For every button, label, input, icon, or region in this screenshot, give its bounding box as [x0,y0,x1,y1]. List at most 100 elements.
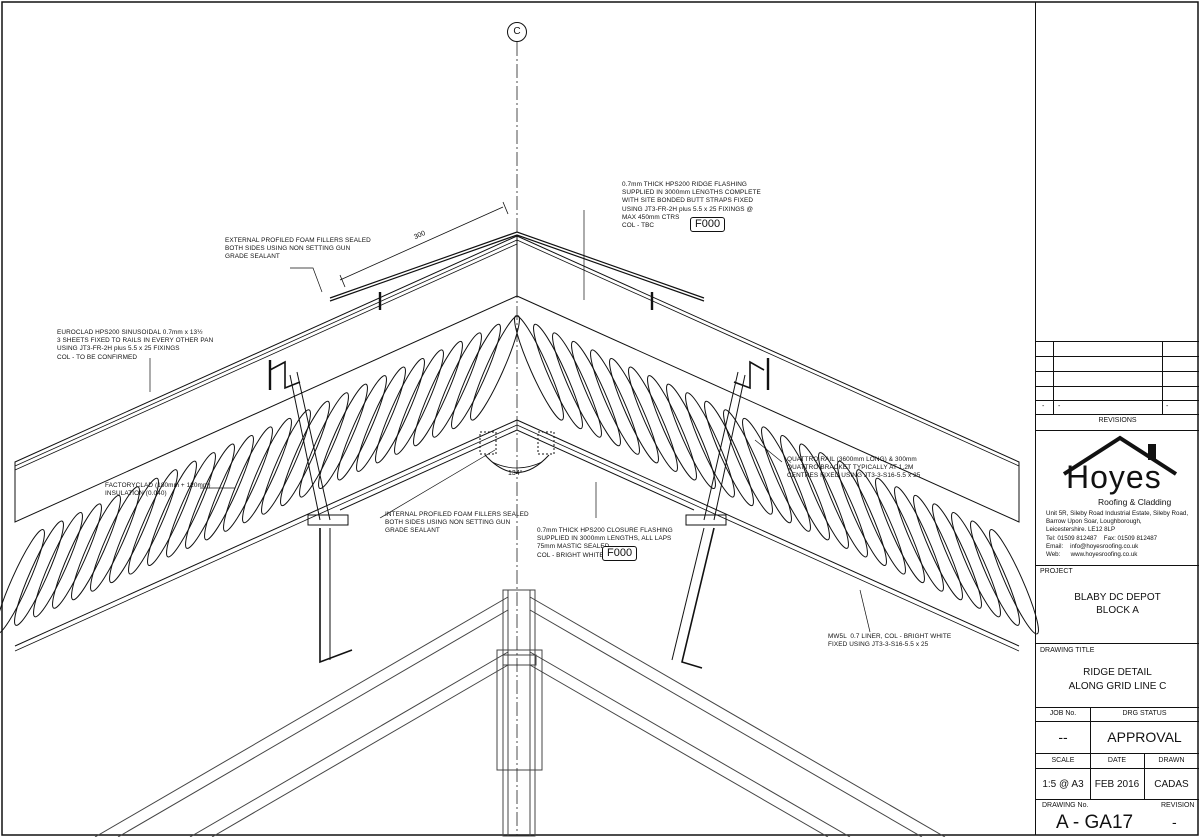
company-tagline: Roofing & Cladding [1098,497,1172,507]
insulation-cell-left [451,323,501,430]
purlins [268,292,770,669]
insulation-cell-right [951,511,1001,618]
insulation-cell-left [166,452,216,558]
insulation-cell-right [609,357,659,464]
dimension-300 [339,201,509,288]
revision-label: REVISION [1161,802,1195,809]
note-liner: MW5L 0.7 LINER, COL - BRIGHT WHITE FIXED… [828,633,952,649]
insulation-cell-left [90,486,140,592]
drawing-title-line1: RIDGE DETAIL [1083,667,1152,678]
note-external-fillers: EXTERNAL PROFILED FOAM FILLERS SEALED BO… [225,237,371,261]
insulation-cell-left [128,469,178,575]
insulation-cell-left [185,443,235,549]
tag-ridge-f000: F000 [690,217,726,232]
date-label: DATE [1107,757,1127,764]
note-insulation: FACTORYCLAD (180mm + 120mm) INSULATION (… [105,482,211,498]
company-name: Hoyes [1066,459,1162,495]
note-internal-fillers: INTERNAL PROFILED FOAM FILLERS SEALED BO… [385,511,529,535]
angle-label: 134° [508,470,523,477]
insulation-cell-left [242,417,292,524]
note-closure-flashing: 0.7mm THICK HPS200 CLOSURE FLASHING SUPP… [537,527,673,559]
steel-frame [94,589,946,837]
insulation-cell-right [780,434,830,541]
drawing-no-value: A - GA17 [1056,812,1134,833]
insulation-cell-right [875,477,925,584]
insulation-cell-left [413,340,463,447]
job-value: -- [1058,729,1068,745]
insulation-cell-right [856,469,906,575]
revisions-label: REVISIONS [1098,417,1137,424]
revision-row-col2: - [1058,403,1061,410]
insulation-cell-left [394,349,444,455]
insulation-cell-right [913,494,963,601]
insulation-cell-right [552,332,602,438]
tag-closure-f000: F000 [602,546,638,561]
revision-row-col3: - [1166,403,1169,410]
insulation-cell-left [14,520,64,626]
insulation-cell-left [0,529,45,635]
insulation-cell-left [109,477,159,584]
insulation-cell-right [666,383,716,490]
note-quattro: QUATTRO RAIL (3600mm LONG) & 300mm QUATT… [787,456,921,480]
insulation-cell-left [375,357,425,464]
company-address: Unit 5R, Sileby Road Industrial Estate, … [1046,510,1189,559]
insulation-cell-right [818,452,868,558]
revision-value: - [1172,814,1177,830]
note-ridge-flashing: 0.7mm THICK HPS200 RIDGE FLASHING SUPPLI… [622,181,761,230]
scale-label: SCALE [1051,757,1075,764]
note-euroclad: EUROCLAD HPS200 SINUSOIDAL 0.7mm x 13½ 3… [57,329,214,361]
insulation-cell-right [723,409,773,515]
insulation-cell-right [799,443,849,549]
insulation-cell-left [204,434,254,541]
insulation-cell-right [685,392,735,498]
insulation-cell-right [628,366,678,472]
insulation-cell-right [970,520,1020,626]
insulation-cell-right [533,323,583,430]
drawing-title-label: DRAWING TITLE [1040,647,1095,654]
insulation-cell-left [299,392,349,498]
insulation-cell-right [571,340,621,447]
drawing-title-line2: ALONG GRID LINE C [1068,681,1167,692]
insulation-cell-right [932,503,982,609]
ridge-flashing [329,231,705,302]
insulation-cell-left [223,426,273,532]
insulation-cell-left [280,400,330,507]
angle-arc [491,461,543,469]
insulation-cell-left [147,460,197,567]
insulation-cell-left [356,366,406,472]
scale-value: 1:5 @ A3 [1042,779,1084,790]
project-line2: BLOCK A [1096,605,1139,616]
date-value: FEB 2016 [1094,779,1140,790]
insulation-cell-left [52,503,102,609]
left-roof-panel [0,235,520,652]
insulation-cell-right [837,460,887,567]
insulation-cell-right [704,400,754,507]
job-label: JOB No. [1049,710,1077,717]
status-value: APPROVAL [1107,729,1182,745]
project-line1: BLABY DC DEPOT [1074,592,1161,603]
right-roof-panel [514,235,1039,652]
insulation-cell-right [989,529,1039,635]
insulation-cell-left [71,494,121,601]
insulation-cell-left [33,511,83,618]
insulation-cell-right [761,426,811,532]
insulation-cell-right [647,375,697,481]
insulation-cell-left [432,332,482,438]
insulation-cell-right [514,315,564,421]
leaders [149,210,871,633]
insulation-cell-right [590,349,640,455]
insulation-cell-left [318,383,368,490]
house-roof-logo-icon [1062,435,1178,476]
insulation-cell-right [894,486,944,592]
drawn-label: DRAWN [1158,757,1185,764]
grid-bubble-c: C [507,22,527,42]
revision-row-col1: - [1042,403,1045,410]
status-label: DRG STATUS [1122,710,1167,717]
project-label: PROJECT [1040,568,1073,575]
insulation-cell-left [337,375,387,481]
insulation-cell-right [742,417,792,524]
drawing-no-label: DRAWING No. [1042,802,1089,809]
title-block: - - - REVISIONS Hoyes Roofing & Cladding… [1035,2,1199,835]
